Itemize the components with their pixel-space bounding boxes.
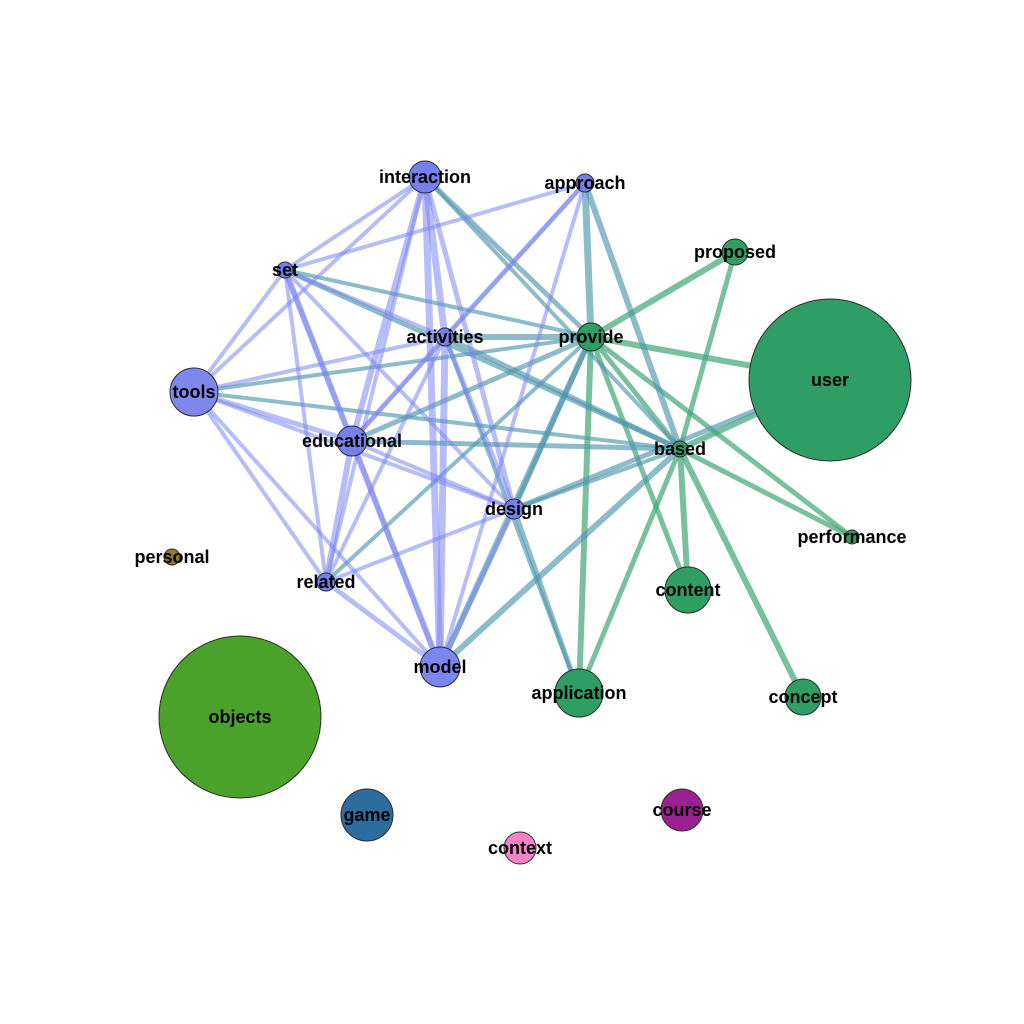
edge-based-application <box>576 446 683 696</box>
edges-layer <box>191 173 855 700</box>
node-personal[interactable] <box>163 548 181 566</box>
edge-educational-design <box>350 439 516 511</box>
edge-approach-set <box>283 181 587 272</box>
edge-design-model <box>437 506 517 670</box>
node-approach[interactable] <box>575 173 595 193</box>
node-user[interactable] <box>748 298 912 462</box>
node-label-user: user <box>811 370 849 390</box>
edge-activities-educational <box>349 334 448 444</box>
node-application[interactable] <box>554 668 604 718</box>
node-set[interactable] <box>276 261 294 279</box>
node-label-context: context <box>488 838 552 858</box>
node-label-based: based <box>654 439 706 459</box>
edge-educational-related <box>323 438 355 585</box>
node-performance[interactable] <box>844 529 860 545</box>
node-label-approach: approach <box>544 173 625 193</box>
edge-based-performance <box>677 446 855 540</box>
node-label-provide: provide <box>558 327 623 347</box>
edge-activities-tools <box>192 335 447 394</box>
node-related[interactable] <box>316 572 336 592</box>
edge-approach-provide <box>581 179 595 341</box>
node-label-educational: educational <box>302 431 402 451</box>
edge-related-model <box>323 579 443 670</box>
edge-set-tools <box>192 268 287 394</box>
node-label-design: design <box>485 499 543 519</box>
edge-provide-performance <box>588 334 855 540</box>
edge-tools-model <box>192 390 442 669</box>
edge-proposed-based <box>677 249 738 452</box>
edge-interaction-design <box>422 174 517 512</box>
edge-proposed-provide <box>588 249 738 340</box>
edge-interaction-set <box>283 175 427 272</box>
node-provide[interactable] <box>576 322 606 352</box>
edge-tools-based <box>192 390 682 451</box>
node-label-application: application <box>531 683 626 703</box>
node-label-set: set <box>272 260 298 280</box>
edge-approach-activities <box>442 180 588 340</box>
edge-activities-related <box>324 335 447 584</box>
node-design[interactable] <box>503 498 525 520</box>
edge-educational-based <box>349 438 683 452</box>
edge-interaction-based <box>423 175 682 451</box>
node-label-tools: tools <box>173 382 216 402</box>
node-objects[interactable] <box>158 635 322 799</box>
labels-layer: interaction approach set proposed activities… <box>134 167 906 858</box>
node-concept[interactable] <box>784 678 822 716</box>
edge-based-content <box>677 446 691 593</box>
node-label-model: model <box>413 657 466 677</box>
node-label-content: content <box>656 580 721 600</box>
edge-interaction-tools <box>192 175 427 394</box>
node-label-course: course <box>652 800 711 820</box>
node-label-interaction: interaction <box>379 167 471 187</box>
node-label-concept: concept <box>768 687 837 707</box>
edge-approach-based <box>582 180 683 452</box>
edge-tools-provide <box>192 335 593 394</box>
nodes-layer <box>158 160 912 865</box>
node-model[interactable] <box>419 646 461 688</box>
edge-design-application <box>511 506 582 696</box>
node-label-objects: objects <box>208 707 271 727</box>
edge-tools-related <box>192 390 328 584</box>
node-label-proposed: proposed <box>694 242 776 262</box>
edge-related-provide <box>324 335 593 584</box>
node-educational[interactable] <box>336 425 368 457</box>
node-activities[interactable] <box>435 327 455 347</box>
node-context[interactable] <box>503 831 537 865</box>
edge-set-activities <box>283 268 447 339</box>
edge-activities-model <box>436 333 449 671</box>
node-proposed[interactable] <box>721 238 749 266</box>
node-based[interactable] <box>671 440 689 458</box>
node-course[interactable] <box>660 788 704 832</box>
node-label-related: related <box>296 572 355 592</box>
edge-approach-model <box>438 181 587 669</box>
node-label-personal: personal <box>134 547 209 567</box>
edge-interaction-related <box>324 175 427 584</box>
node-content[interactable] <box>664 566 712 614</box>
node-game[interactable] <box>340 788 394 842</box>
edge-provide-application <box>576 334 594 696</box>
node-tools[interactable] <box>169 367 219 417</box>
node-label-activities: activities <box>406 327 483 347</box>
edge-design-related <box>324 507 516 584</box>
node-label-game: game <box>343 805 390 825</box>
edge-educational-provide <box>349 334 594 444</box>
node-label-performance: performance <box>797 527 906 547</box>
edge-model-based <box>437 446 683 670</box>
node-interaction[interactable] <box>408 160 442 194</box>
edge-activities-design <box>442 334 517 512</box>
edge-based-concept <box>677 446 806 700</box>
